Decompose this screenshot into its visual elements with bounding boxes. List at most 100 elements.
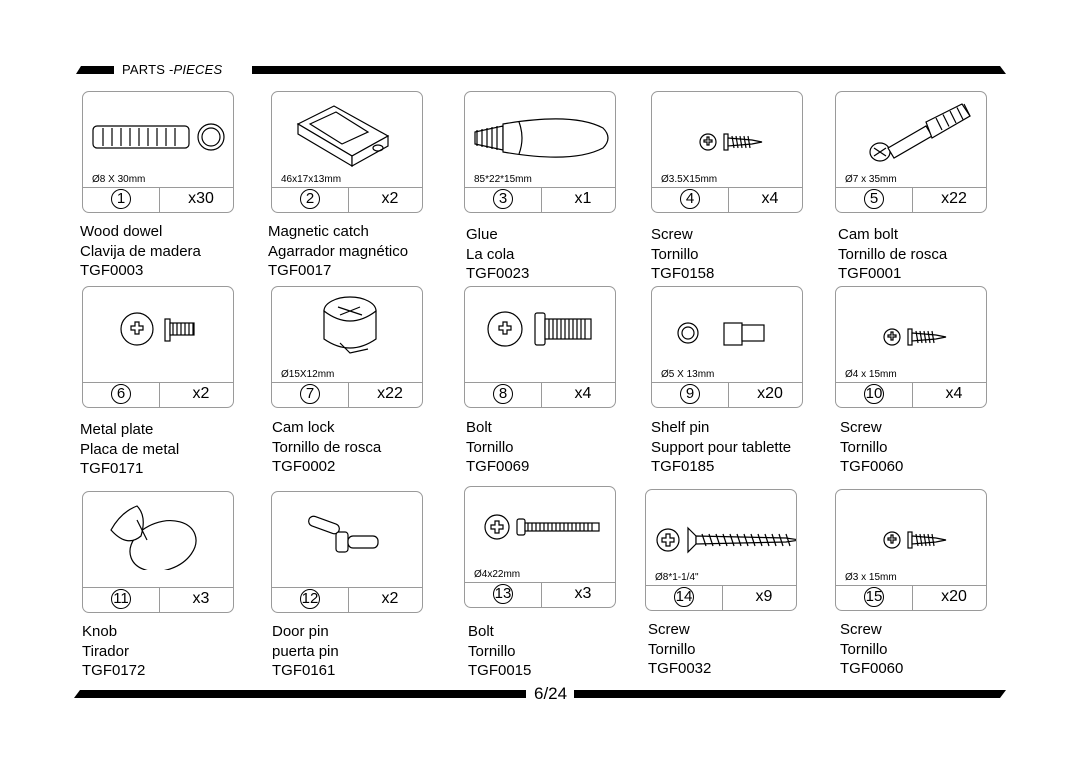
part-name-en: Screw [651,226,693,243]
part-code: TGF0017 [268,262,332,279]
part-label: Screw Tornillo TGF0032 [648,620,711,679]
part-label: Shelf pin Support pour tablette TGF0185 [651,418,791,477]
part-name-es: Tornillo [840,640,888,658]
part-name-en: Screw [840,621,882,638]
part-info-row: 6 x2 [83,382,233,407]
part-code: TGF0060 [840,660,904,677]
part-info-row: 5 x22 [836,187,986,212]
part-label: Magnetic catch Agarrador magnético TGF00… [268,222,408,281]
door-pin-icon [308,515,379,553]
part-info-row: 12 x2 [272,587,422,612]
part-name-en: Wood dowel [80,223,163,240]
part-number: 11 [107,589,135,609]
part-name-en: Cam lock [272,419,335,436]
part-code: TGF0060 [840,458,904,475]
part-number: 15 [864,587,884,607]
part-label: Screw Tornillo TGF0060 [840,418,903,477]
cam-lock-icon [323,296,377,354]
part-number: 1 [107,189,135,209]
part-number: 10 [864,384,884,404]
part-name-en: Cam bolt [838,226,899,243]
part-quantity: x2 [381,190,399,207]
part-name-es: Tornillo [466,438,514,456]
part-name-en: Screw [840,419,882,436]
part-quantity: x9 [755,588,773,605]
part-number: 7 [296,384,324,404]
part-card: Ø3 x 15mm 15 x20 [835,489,987,611]
part-name-en: Metal plate [80,421,154,438]
part-label: Door pin puerta pin TGF0161 [272,622,339,681]
part-card: 6 x2 [82,286,234,408]
part-name-en: Screw [648,621,690,638]
long-bolt-icon [484,514,600,540]
part-label: Knob Tirador TGF0172 [82,622,145,681]
part-name-es: Placa de metal [80,440,180,458]
part-dimension: 46x17x13mm [281,174,342,185]
part-name-es: Tornillo [648,640,696,658]
part-code: TGF0003 [80,262,144,279]
part-name-en: Door pin [272,623,329,640]
part-quantity: x4 [574,385,592,402]
part-dimension: Ø3.5X15mm [661,174,718,185]
part-card: Ø15X12mm 7 x22 [271,286,423,408]
part-number: 8 [489,384,517,404]
part-name-es: Tirador [82,642,129,660]
part-info-row: 7 x22 [272,382,422,407]
screw-icon [699,133,763,151]
part-dimension: Ø7 x 35mm [845,174,897,185]
part-name-en: Glue [466,226,498,243]
part-card: 12 x2 [271,491,423,613]
header-bar-graphic [76,66,1006,74]
part-name-es: La cola [466,245,515,263]
part-info-row: 3 x1 [465,187,615,212]
part-code: TGF0032 [648,660,712,677]
part-number: 4 [676,189,704,209]
part-label: Wood dowel Clavija de madera TGF0003 [80,222,201,281]
part-quantity: x2 [192,385,210,402]
part-code: TGF0185 [651,458,715,475]
part-dimension: Ø5 X 13mm [661,369,715,380]
part-quantity: x3 [574,585,592,602]
part-name-en: Bolt [466,419,492,436]
part-label: Screw Tornillo TGF0060 [840,620,903,679]
part-label: Screw Tornillo TGF0158 [651,225,714,284]
part-name-en: Shelf pin [651,419,710,436]
page-number: 6/24 [534,684,568,703]
part-name-es: Support pour tablette [651,438,792,456]
part-card: 85*22*15mm 3 x1 [464,91,616,213]
part-code: TGF0069 [466,458,530,475]
part-info-row: 14 x9 [646,585,796,610]
part-quantity: x3 [192,590,210,607]
part-code: TGF0023 [466,265,530,282]
bolt-icon [487,311,592,347]
part-quantity: x2 [381,590,399,607]
part-code: TGF0015 [468,662,532,679]
part-card: 11 x3 [82,491,234,613]
part-number: 12 [300,589,320,609]
part-name-es: Tornillo [651,245,699,263]
part-code: TGF0002 [272,458,336,475]
part-card: 46x17x13mm 2 x2 [271,91,423,213]
part-label: Cam bolt Tornillo de rosca TGF0001 [838,225,947,284]
part-card: Ø7 x 35mm 5 x22 [835,91,987,213]
part-info-row: 11 x3 [83,587,233,612]
screw-icon [883,328,947,346]
part-dimension: Ø4 x 15mm [845,369,897,380]
part-dimension: Ø4x22mm [474,569,521,580]
part-card: Ø8*1-1/4" 14 x9 [645,489,797,611]
part-card: Ø5 X 13mm 9 x20 [651,286,803,408]
section-header: PARTS -PIECES [76,62,1006,78]
part-label: Metal plate Placa de metal TGF0171 [80,420,179,479]
part-label: Bolt Tornillo TGF0015 [468,622,531,681]
part-name-es: Tornillo de rosca [272,438,382,456]
shelf-pin-icon [677,322,765,346]
part-name-en: Bolt [468,623,494,640]
part-info-row: 1 x30 [83,187,233,212]
part-card: Ø4x22mm 13 x3 [464,486,616,608]
part-quantity: x22 [377,385,403,402]
part-card: 8 x4 [464,286,616,408]
part-quantity: x4 [945,385,963,402]
part-card: Ø4 x 15mm 10 x4 [835,286,987,408]
knob-icon [110,505,197,570]
part-number: 6 [107,384,135,404]
